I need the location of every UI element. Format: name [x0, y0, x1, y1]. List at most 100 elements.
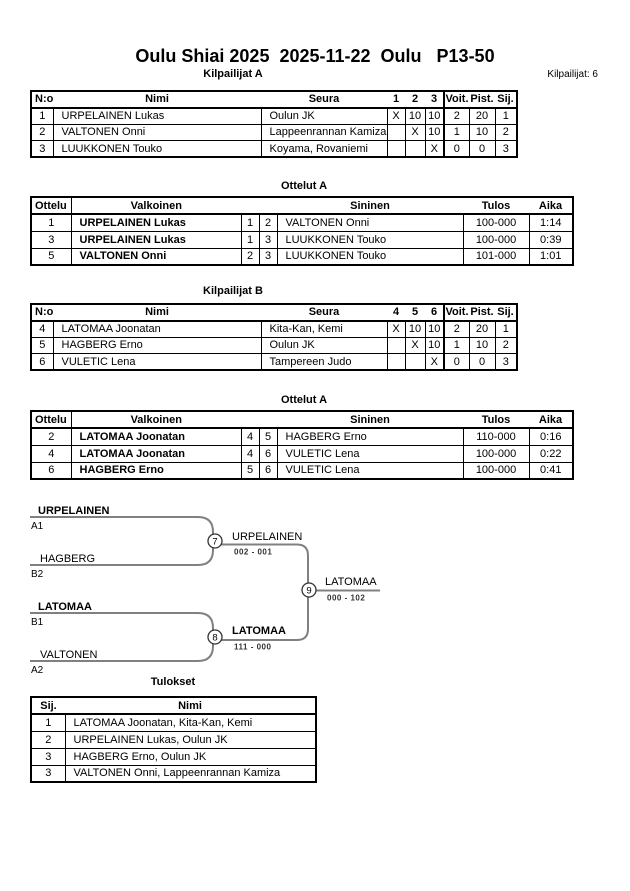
competitor-row: 1 URPELAINEN Lukas Oulun JK X 10 10 2 20…: [30, 107, 518, 125]
cell-blue-name: VULETIC Lena: [276, 444, 464, 463]
bracket-seed-a2-name: VALTONEN: [40, 649, 98, 661]
bracket-seed-a1-tag: A1: [31, 521, 44, 532]
cell-white-name: URPELAINEN Lukas: [70, 213, 242, 232]
competitor-row: 2 VALTONEN Onni Lappeenrannan Kamiza X 1…: [30, 123, 518, 141]
matches-a-table: Ottelu Valkoinen Sininen Tulos Aika 1 UR…: [30, 196, 574, 266]
cell-result: 100-000: [462, 213, 530, 232]
match-7-winner: URPELAINEN: [232, 531, 302, 543]
result-row: 3 VALTONEN Onni, Lappeenrannan Kamiza: [30, 764, 317, 783]
cell-r3: X: [424, 353, 445, 371]
cell-place: 3: [494, 140, 518, 158]
matches-b-table: Ottelu Valkoinen Sininen Tulos Aika 2 LA…: [30, 410, 574, 480]
cell-place: 1: [494, 107, 518, 125]
col-blue-no: [259, 411, 277, 429]
competitors-count: Kilpailijat: 6: [547, 69, 598, 80]
cell-name: URPELAINEN Lukas, Oulun JK: [64, 730, 317, 749]
cell-r1: [386, 123, 406, 141]
cell-match-no: 3: [30, 230, 72, 249]
cell-points: 10: [468, 336, 496, 354]
cell-match-no: 5: [30, 247, 72, 266]
cell-r2: X: [404, 336, 426, 354]
match-row: 5 VALTONEN Onni 2 3 LUUKKONEN Touko 101-…: [30, 247, 574, 266]
col-match: Ottelu: [31, 197, 72, 215]
bracket-seed-a2-tag: A2: [31, 665, 44, 676]
cell-r3: 10: [424, 123, 445, 141]
cell-blue-no: 3: [258, 230, 278, 249]
cell-place: 1: [494, 320, 518, 338]
competitor-row: 5 HAGBERG Erno Oulun JK X 10 1 10 2: [30, 336, 518, 354]
cell-no: 4: [30, 320, 54, 338]
results-heading: Tulokset: [150, 676, 196, 688]
match-row: 4 LATOMAA Joonatan 4 6 VULETIC Lena 100-…: [30, 444, 574, 463]
col-white: Valkoinen: [71, 197, 241, 215]
bracket-line-seed-b1: [30, 612, 214, 630]
col-points: Pist.: [469, 304, 495, 322]
cell-no: 5: [30, 336, 54, 354]
results-table: Sij. Nimi 1 LATOMAA Joonatan, Kita-Kan, …: [30, 696, 317, 783]
cell-white-no: 2: [240, 247, 260, 266]
cell-no: 1: [30, 107, 54, 125]
cell-r1: X: [386, 107, 406, 125]
col-time: Aika: [529, 411, 573, 429]
match-row: 3 URPELAINEN Lukas 1 3 LUUKKONEN Touko 1…: [30, 230, 574, 249]
cell-time: 0:22: [528, 444, 574, 463]
col-club: Seura: [261, 304, 387, 322]
cell-match-no: 2: [30, 427, 72, 446]
cell-r1: [386, 336, 406, 354]
cell-time: 0:41: [528, 461, 574, 480]
cell-wins: 2: [443, 320, 470, 338]
cell-name: LUUKKONEN Touko: [52, 140, 262, 158]
cell-blue-name: LUUKKONEN Touko: [276, 230, 464, 249]
match-9-score: 000 - 102: [327, 594, 365, 603]
col-wins: Voit.: [443, 304, 469, 322]
pool-a-heading: Kilpailijat A: [203, 68, 263, 80]
bracket-seed-b1-name: LATOMAA: [38, 601, 92, 613]
cell-name: VALTONEN Onni, Lappeenrannan Kamiza: [64, 764, 317, 783]
cell-result: 100-000: [462, 461, 530, 480]
matches-b-heading: Ottelut A: [280, 394, 328, 406]
cell-white-name: LATOMAA Joonatan: [70, 444, 242, 463]
col-white: Valkoinen: [71, 411, 241, 429]
cell-r1: [386, 140, 406, 158]
col-white-no: [241, 411, 259, 429]
col-place: Sij.: [495, 91, 517, 109]
match-7-number: 7: [212, 536, 217, 547]
cell-name: HAGBERG Erno: [52, 336, 262, 354]
col-round-6: 6: [425, 304, 444, 322]
bracket: 7 8 9 URPELAINEN A1 HAGBERG B2 LATOMAA B…: [30, 505, 380, 676]
col-blue-no: [259, 197, 277, 215]
cell-blue-name: HAGBERG Erno: [276, 427, 464, 446]
cell-club: Lappeenrannan Kamiza: [260, 123, 388, 141]
cell-club: Kita-Kan, Kemi: [260, 320, 388, 338]
cell-r3: X: [424, 140, 445, 158]
col-name: Nimi: [53, 91, 261, 109]
bracket-seed-b2-name: HAGBERG: [40, 553, 95, 565]
cell-no: 2: [30, 123, 54, 141]
competitor-row: 6 VULETIC Lena Tampereen Judo X 0 0 3: [30, 353, 518, 371]
cell-name: VALTONEN Onni: [52, 123, 262, 141]
cell-r2: X: [404, 123, 426, 141]
col-round-1: 1: [387, 91, 405, 109]
pool-b-header-row: N:o Nimi Seura 4 5 6 Voit. Pist. Sij.: [31, 304, 517, 322]
cell-place: 3: [30, 764, 66, 783]
match-8-winner: LATOMAA: [232, 625, 286, 637]
cell-blue-name: LUUKKONEN Touko: [276, 247, 464, 266]
cell-result: 110-000: [462, 427, 530, 446]
cell-r3: 10: [424, 320, 445, 338]
bracket-line-seed-a2: [30, 644, 214, 662]
cell-wins: 2: [443, 107, 470, 125]
col-round-4: 4: [387, 304, 405, 322]
cell-r2: [404, 353, 426, 371]
match-8-circle: [207, 629, 223, 645]
bracket-seed-b2-tag: B2: [31, 569, 44, 580]
cell-name: LATOMAA Joonatan, Kita-Kan, Kemi: [64, 713, 317, 732]
cell-blue-no: 3: [258, 247, 278, 266]
cell-wins: 0: [443, 140, 470, 158]
col-club: Seura: [261, 91, 387, 109]
col-place: Sij.: [31, 697, 65, 715]
result-row: 3 HAGBERG Erno, Oulun JK: [30, 747, 317, 766]
page-title: Oulu Shiai 2025 2025-11-22 Oulu P13-50: [135, 46, 495, 66]
bracket-line-winner-7: [221, 543, 309, 583]
col-blue: Sininen: [277, 411, 463, 429]
col-time: Aika: [529, 197, 573, 215]
